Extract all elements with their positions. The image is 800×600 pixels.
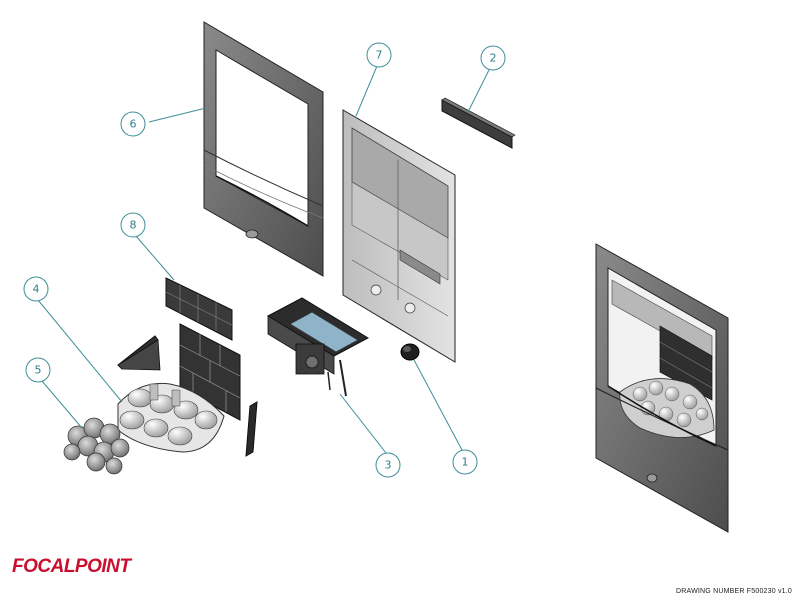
callout-3: 3 xyxy=(375,452,401,478)
drawing-number: DRAWING NUMBER F500230 v1.0 xyxy=(675,588,792,595)
svg-text:5: 5 xyxy=(35,364,42,377)
svg-text:6: 6 xyxy=(130,118,137,131)
leader-1 xyxy=(413,359,463,451)
leader-4 xyxy=(37,299,123,403)
leader-8 xyxy=(135,235,175,281)
part-7-firebox-panel xyxy=(342,109,456,363)
part-8-top-brick xyxy=(165,277,233,341)
svg-text:8: 8 xyxy=(130,219,137,232)
leader-6 xyxy=(148,107,207,123)
callout-5: 5 xyxy=(25,357,51,383)
part-6-front-frame xyxy=(203,21,324,277)
callout-7: 7 xyxy=(366,42,392,68)
leader-3 xyxy=(339,393,387,454)
part-1-control-knob xyxy=(400,343,420,361)
part-4-fuel-bed xyxy=(117,382,225,453)
leader-5 xyxy=(41,380,83,429)
svg-text:4: 4 xyxy=(33,283,40,296)
leader-lines xyxy=(37,65,491,454)
assembled-fire-view xyxy=(595,243,729,533)
svg-text:1: 1 xyxy=(462,456,469,469)
leader-2 xyxy=(467,67,491,113)
svg-text:3: 3 xyxy=(385,459,392,472)
leader-7 xyxy=(355,65,378,117)
svg-text:2: 2 xyxy=(490,52,497,65)
callout-6: 6 xyxy=(120,111,146,137)
side-brick-left xyxy=(117,335,161,371)
callout-4: 4 xyxy=(23,276,49,302)
svg-text:7: 7 xyxy=(376,49,383,62)
focalpoint-logo: FOCALPOINT xyxy=(12,556,131,577)
part-2-top-strip xyxy=(441,97,516,149)
callout-8: 8 xyxy=(120,212,146,238)
side-brick-right xyxy=(245,401,258,457)
part-3-burner-assembly xyxy=(266,297,370,397)
callout-2: 2 xyxy=(480,45,506,71)
part-5-coals xyxy=(63,417,130,475)
callout-1: 1 xyxy=(452,449,478,475)
